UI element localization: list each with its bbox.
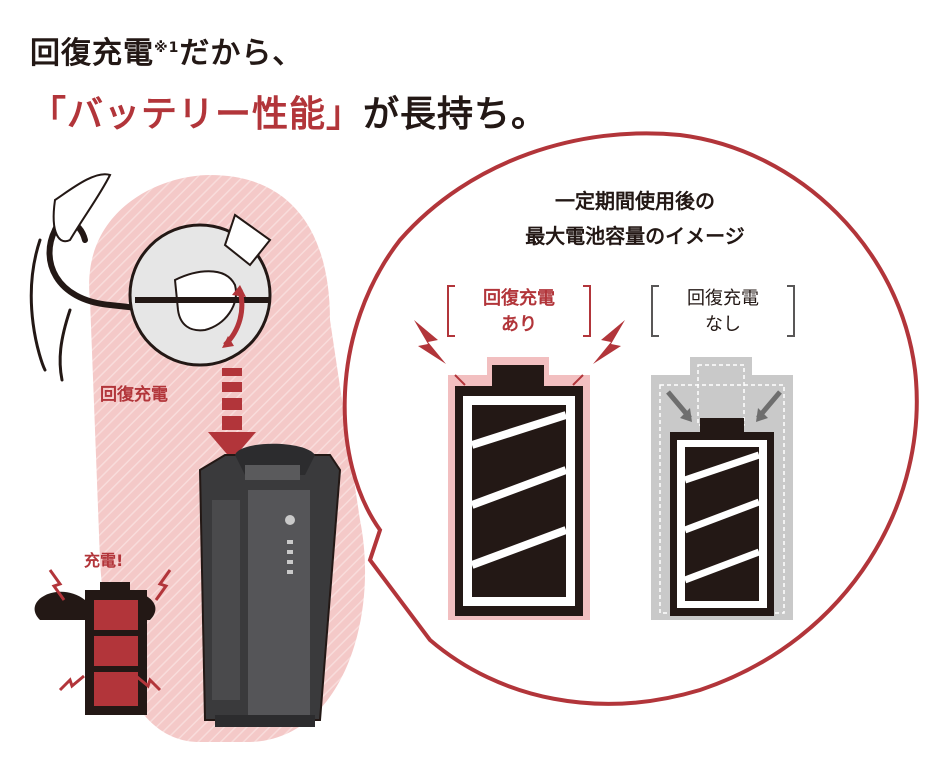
headline-line2: 「バッテリー性能」が長持ち。 [30,92,548,138]
speech-bubble [342,131,919,706]
headline-battery-performance: 「バッテリー性能」 [30,94,364,135]
rotate-arrows-icon [222,285,246,348]
lightning-right-icon [593,320,625,364]
label-without-regen [651,285,795,337]
with-regen-line1: 回復充電 [483,287,555,309]
headline-line2-tail: が長持ち。 [363,94,549,135]
arrow-down-icon [208,368,256,460]
battery-without-regen-icon [651,357,793,620]
without-regen-line1: 回復充電 [687,288,759,309]
headline-line1-tail: だから、 [179,36,304,71]
with-regen-line2: あり [501,314,537,335]
bubble-title-line2: 最大電池容量のイメージ [525,224,745,248]
bubble-title-line1: 一定期間使用後の [555,189,715,213]
hand-icon [52,173,112,243]
ebike-battery-icon [198,443,342,727]
lightning-left-icon [414,320,446,364]
footnote-mark: ※1 [154,40,180,56]
headline-line1: 回復充電※1だから、 [30,28,548,74]
headline-regen: 回復充電 [30,36,154,71]
label-with-regen [447,285,591,337]
battery-with-regen-icon [448,357,590,620]
charge-label: 充電! [84,551,123,570]
without-regen-line2: なし [705,314,741,335]
headline: 回復充電※1だから、 「バッテリー性能」が長持ち。 [30,28,548,138]
regen-label: 回復充電 [100,384,168,405]
strong-battery-icon [34,569,172,715]
